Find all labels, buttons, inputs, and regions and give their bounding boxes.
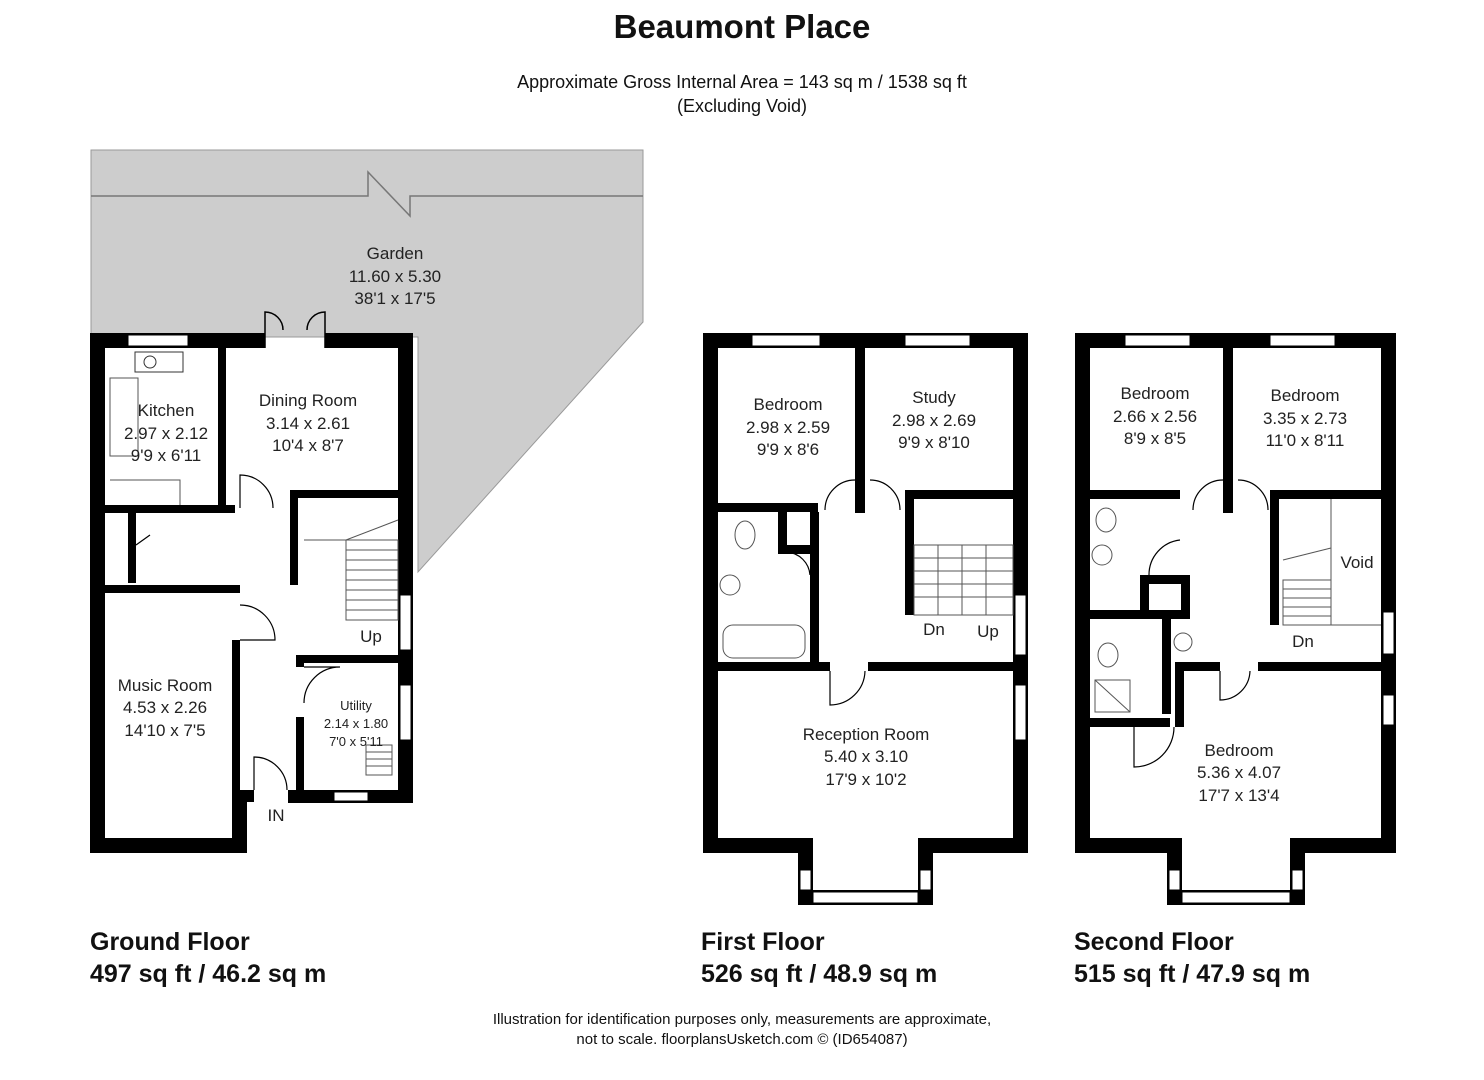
music-room-imperial: 14'10 x 7'5 [124,721,205,740]
kitchen-name: Kitchen [138,401,195,420]
reception-room-name: Reception Room [803,725,930,744]
garden-break-line [91,170,643,218]
garden-metric: 11.60 x 5.30 [349,267,441,286]
first-bedroom-imperial: 9'9 x 8'6 [757,440,819,459]
garden-imperial: 38'1 x 17'5 [354,289,435,308]
second-bedroom-c-imperial: 17'7 x 13'4 [1198,786,1279,805]
reception-room-metric: 5.40 x 3.10 [824,747,908,766]
area-summary: Approximate Gross Internal Area = 143 sq… [0,70,1484,118]
second-bedroom-a-imperial: 8'9 x 8'5 [1124,429,1186,448]
second-bedroom-b-imperial: 11'0 x 8'11 [1266,431,1345,450]
dining-room-metric: 3.14 x 2.61 [266,414,350,433]
disclaimer-line-1: Illustration for identification purposes… [492,1011,992,1028]
dining-room-name: Dining Room [259,391,357,410]
utility-imperial: 7'0 x 5'11 [329,734,383,749]
second-bedroom-a-name: Bedroom [1121,384,1190,403]
room-labels: Garden 11.60 x 5.30 38'1 x 17'5 Kitchen … [118,244,1374,825]
study-name: Study [912,388,956,407]
first-bedroom-metric: 2.98 x 2.59 [746,418,830,437]
second-stairs-down-label: Dn [1292,632,1314,651]
first-floor-stairs [913,544,1014,616]
kitchen-metric: 2.97 x 2.12 [124,424,208,443]
music-room-name: Music Room [118,676,212,695]
second-floor-area: 515 sq ft / 47.9 sq m [1074,960,1311,988]
first-floor-area: 526 sq ft / 48.9 sq m [701,960,938,988]
ground-floor-area: 497 sq ft / 46.2 sq m [90,960,327,988]
ground-stairs-up-label: Up [360,627,382,646]
gross-area-text: Approximate Gross Internal Area = 143 sq… [517,72,967,92]
disclaimer: Illustration for identification purposes… [0,1010,1484,1050]
ground-floor-title: Ground Floor [90,928,250,956]
garden-name: Garden [367,244,424,263]
ground-floor-plan [90,311,413,853]
study-metric: 2.98 x 2.69 [892,411,976,430]
first-stairs-down-label: Dn [923,620,945,639]
second-floor-title: Second Floor [1074,928,1234,956]
study-imperial: 9'9 x 8'10 [898,433,970,452]
disclaimer-line-2: not to scale. floorplansUsketch.com © (I… [576,1031,908,1048]
second-bedroom-b-metric: 3.35 x 2.73 [1263,409,1347,428]
first-stairs-up-label: Up [977,622,999,641]
first-bedroom-name: Bedroom [754,395,823,414]
music-room-metric: 4.53 x 2.26 [123,698,207,717]
entrance-label: IN [268,806,285,825]
second-bedroom-c-metric: 5.36 x 4.07 [1197,763,1281,782]
second-bedroom-a-metric: 2.66 x 2.56 [1113,407,1197,426]
void-note: (Excluding Void) [676,96,808,116]
second-floor-stairs [1282,499,1381,626]
first-floor-title: First Floor [701,928,825,956]
reception-room-imperial: 17'9 x 10'2 [825,770,906,789]
first-floor-plan [703,333,1028,905]
kitchen-imperial: 9'9 x 6'11 [131,446,201,465]
second-floor-caption: Second Floor 515 sq ft / 47.9 sq m [1074,926,1310,990]
second-floor-plan [1075,333,1396,905]
utility-metric: 2.14 x 1.80 [324,716,388,731]
second-bedroom-b-name: Bedroom [1271,386,1340,405]
ground-floor-stairs [304,519,399,621]
dining-room-imperial: 10'4 x 8'7 [272,436,344,455]
plan-title: Beaumont Place [613,8,871,45]
ground-floor-caption: Ground Floor 497 sq ft / 46.2 sq m [90,926,326,990]
first-floor-caption: First Floor 526 sq ft / 48.9 sq m [701,926,937,990]
second-bedroom-c-name: Bedroom [1205,741,1274,760]
void-label: Void [1340,553,1373,572]
utility-name: Utility [340,698,372,713]
